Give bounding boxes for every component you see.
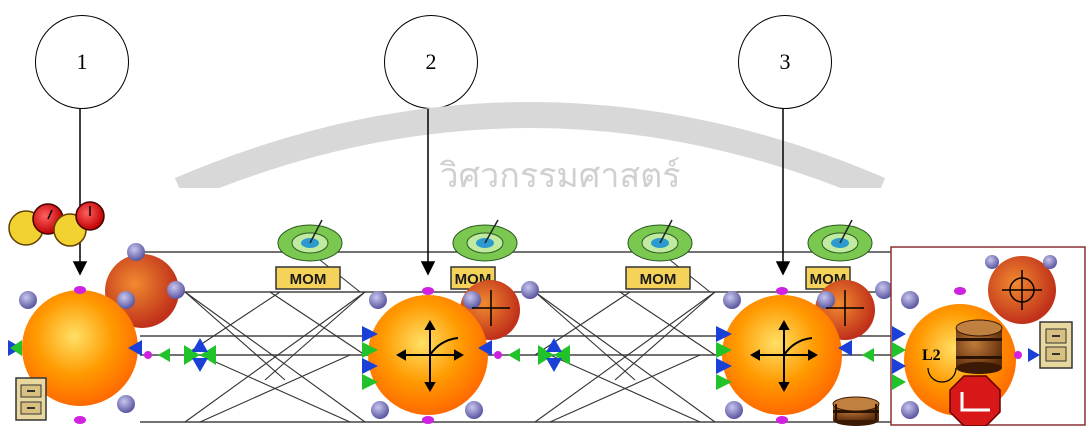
mom-label-1: MOM bbox=[290, 271, 327, 288]
mom-label-3: MOM bbox=[640, 271, 677, 288]
l2-subsystem[interactable]: L2 bbox=[890, 246, 1086, 426]
mesh-2 bbox=[534, 259, 716, 423]
mom-icon-2: MOM bbox=[450, 219, 518, 290]
callout-2-label: 2 bbox=[425, 49, 437, 74]
file-cabinet-icon-2 bbox=[1039, 321, 1073, 369]
curve-axes-icon-2 bbox=[749, 319, 819, 393]
stop-sign-icon bbox=[949, 375, 1001, 426]
stopwatch-icon bbox=[8, 201, 105, 247]
crosshair-icon-2 bbox=[826, 290, 864, 326]
barrel-icon bbox=[832, 396, 880, 426]
curve-axes-icon bbox=[395, 319, 465, 393]
mom-icon-4: MOM bbox=[805, 219, 873, 290]
pointer-arrows bbox=[72, 109, 791, 276]
crosshair-icon-3 bbox=[1002, 270, 1042, 310]
callout-3-label: 3 bbox=[779, 49, 791, 74]
file-cabinet-icon bbox=[15, 377, 47, 421]
watermark-arc bbox=[174, 102, 886, 202]
callout-3: 3 bbox=[738, 15, 832, 109]
node-2[interactable] bbox=[362, 280, 539, 424]
l2-label: L2 bbox=[922, 347, 941, 364]
callout-1-label: 1 bbox=[76, 49, 88, 74]
barrel-icon-2 bbox=[955, 319, 1003, 374]
mom-icon-1: MOM bbox=[275, 219, 343, 290]
connector-2-3 bbox=[538, 338, 570, 372]
mesh-1 bbox=[184, 259, 366, 423]
crosshair-icon bbox=[472, 290, 510, 326]
connector-1-2 bbox=[184, 338, 216, 372]
callout-2: 2 bbox=[384, 15, 478, 109]
mom-icon-3: MOM bbox=[625, 219, 693, 290]
node-3[interactable] bbox=[716, 280, 893, 426]
callout-1: 1 bbox=[35, 15, 129, 109]
